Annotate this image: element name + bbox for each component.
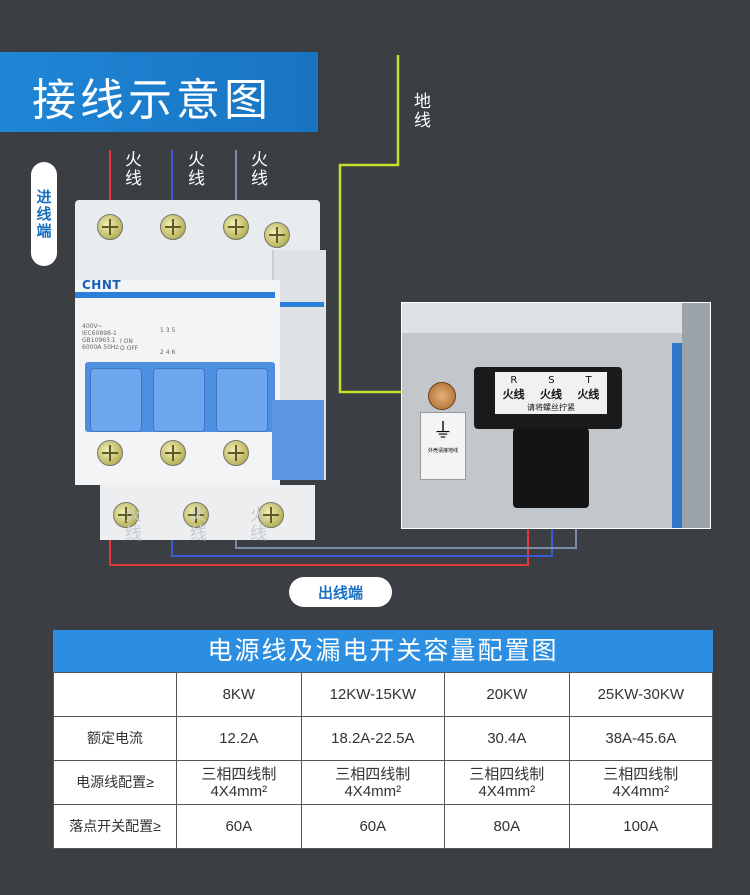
incoming-end-label: 进线端 — [31, 162, 57, 266]
terminal-label: R S T 火线 火线 火线 请将螺丝拧紧 — [495, 372, 607, 414]
breaker-brand-stripe — [75, 292, 275, 298]
table-title: 电源线及漏电开关容量配置图 — [53, 630, 713, 672]
breaker-handle-1[interactable] — [90, 368, 142, 432]
ground-sign: ⏚ 外壳请接地线 — [420, 412, 466, 480]
table-cell: 60A — [300, 804, 445, 849]
terminal-screw-icon — [223, 214, 249, 240]
table-cell: 三相四线制 4X4mm² — [443, 760, 570, 805]
ground-lug-icon — [428, 382, 456, 410]
phase-r-label: 火线 — [502, 388, 525, 401]
table-header-cell: 20KW — [443, 672, 570, 717]
panel-blue-edge — [672, 343, 682, 528]
terminal-screw-icon — [113, 502, 139, 528]
table-header-cell: 8KW — [176, 672, 302, 717]
live-wire-label-2: 火线 — [184, 150, 204, 188]
ground-wire — [338, 55, 428, 394]
breaker-handle-3[interactable] — [216, 368, 268, 432]
outgoing-live-label-2: 火线 — [186, 505, 206, 543]
ground-wire-label: 地线 — [410, 92, 430, 130]
table-header-cell: 25KW-30KW — [568, 672, 714, 717]
table-cell: 18.2A-22.5A — [300, 716, 445, 761]
table-cell: 三相四线制 4X4mm² — [300, 760, 445, 805]
live-wire-label-3: 火线 — [247, 150, 267, 188]
table-row: 落点开关配置≥ 60A 60A 80A 100A — [53, 804, 714, 849]
table-cell: 38A-45.6A — [568, 716, 714, 761]
terminal-numbers-bottom: 2 4 6 — [160, 349, 176, 356]
ground-symbol-icon: ⏚ — [433, 418, 453, 442]
spec-text: 400V~ IEC60898-1 GB10963.1 6000A 50Hz — [82, 323, 119, 351]
side-module-stripe — [272, 302, 324, 307]
terminal-screw-icon — [97, 214, 123, 240]
breaker-handle-2[interactable] — [153, 368, 205, 432]
table-header-cell: 12KW-15KW — [300, 672, 445, 717]
page-title: 接线示意图 — [32, 75, 272, 126]
panel-rail — [682, 303, 710, 528]
capacity-grid: 8KW 12KW-15KW 20KW 25KW-30KW 额定电流 12.2A … — [53, 672, 714, 849]
table-header-row: 8KW 12KW-15KW 20KW 25KW-30KW — [53, 672, 714, 717]
table-cell: 60A — [176, 804, 302, 849]
panel-top-edge — [402, 303, 710, 333]
terminal-screw-icon — [264, 222, 290, 248]
brand-logo: CHNT — [82, 278, 122, 292]
table-cell: 80A — [443, 804, 570, 849]
outgoing-live-label-1: 火线 — [121, 505, 141, 543]
live-wire-label-1: 火线 — [121, 150, 141, 188]
capacity-table: 电源线及漏电开关容量配置图 8KW 12KW-15KW 20KW 25KW-30… — [53, 630, 714, 849]
table-cell: 三相四线制 4X4mm² — [568, 760, 714, 805]
terminal-note: 请将螺丝拧紧 — [527, 403, 575, 412]
outgoing-end-label: 出线端 — [289, 577, 392, 607]
table-cell: 100A — [568, 804, 714, 849]
phase-r: R — [510, 375, 518, 386]
terminal-screw-icon — [258, 502, 284, 528]
outgoing-live-label-3: 火线 — [246, 505, 266, 543]
phase-s: S — [548, 375, 555, 386]
terminal-screw-icon — [160, 214, 186, 240]
table-row: 额定电流 12.2A 18.2A-22.5A 30.4A 38A-45.6A — [53, 716, 714, 761]
terminal-screw-icon — [223, 440, 249, 466]
table-row: 电源线配置≥ 三相四线制 4X4mm² 三相四线制 4X4mm² 三相四线制 4… — [53, 760, 714, 805]
terminal-plug — [513, 428, 589, 508]
terminal-numbers-top: 1 3 5 — [160, 327, 176, 334]
side-module-handle — [272, 400, 324, 480]
ground-note: 外壳请接地线 — [427, 448, 458, 454]
terminal-screw-icon — [97, 440, 123, 466]
table-cell: 30.4A — [443, 716, 570, 761]
on-off-text: I ON O OFF — [120, 338, 139, 352]
terminal-screw-icon — [183, 502, 209, 528]
row-label: 落点开关配置≥ — [53, 804, 177, 849]
title-banner: 接线示意图 — [0, 52, 318, 132]
row-label: 额定电流 — [53, 716, 177, 761]
table-cell: 12.2A — [176, 716, 302, 761]
terminal-screw-icon — [160, 440, 186, 466]
table-header-cell — [53, 672, 177, 717]
phase-t: T — [585, 375, 592, 386]
phase-t-label: 火线 — [577, 388, 600, 401]
row-label: 电源线配置≥ — [53, 760, 177, 805]
table-cell: 三相四线制 4X4mm² — [176, 760, 302, 805]
phase-s-label: 火线 — [539, 388, 562, 401]
